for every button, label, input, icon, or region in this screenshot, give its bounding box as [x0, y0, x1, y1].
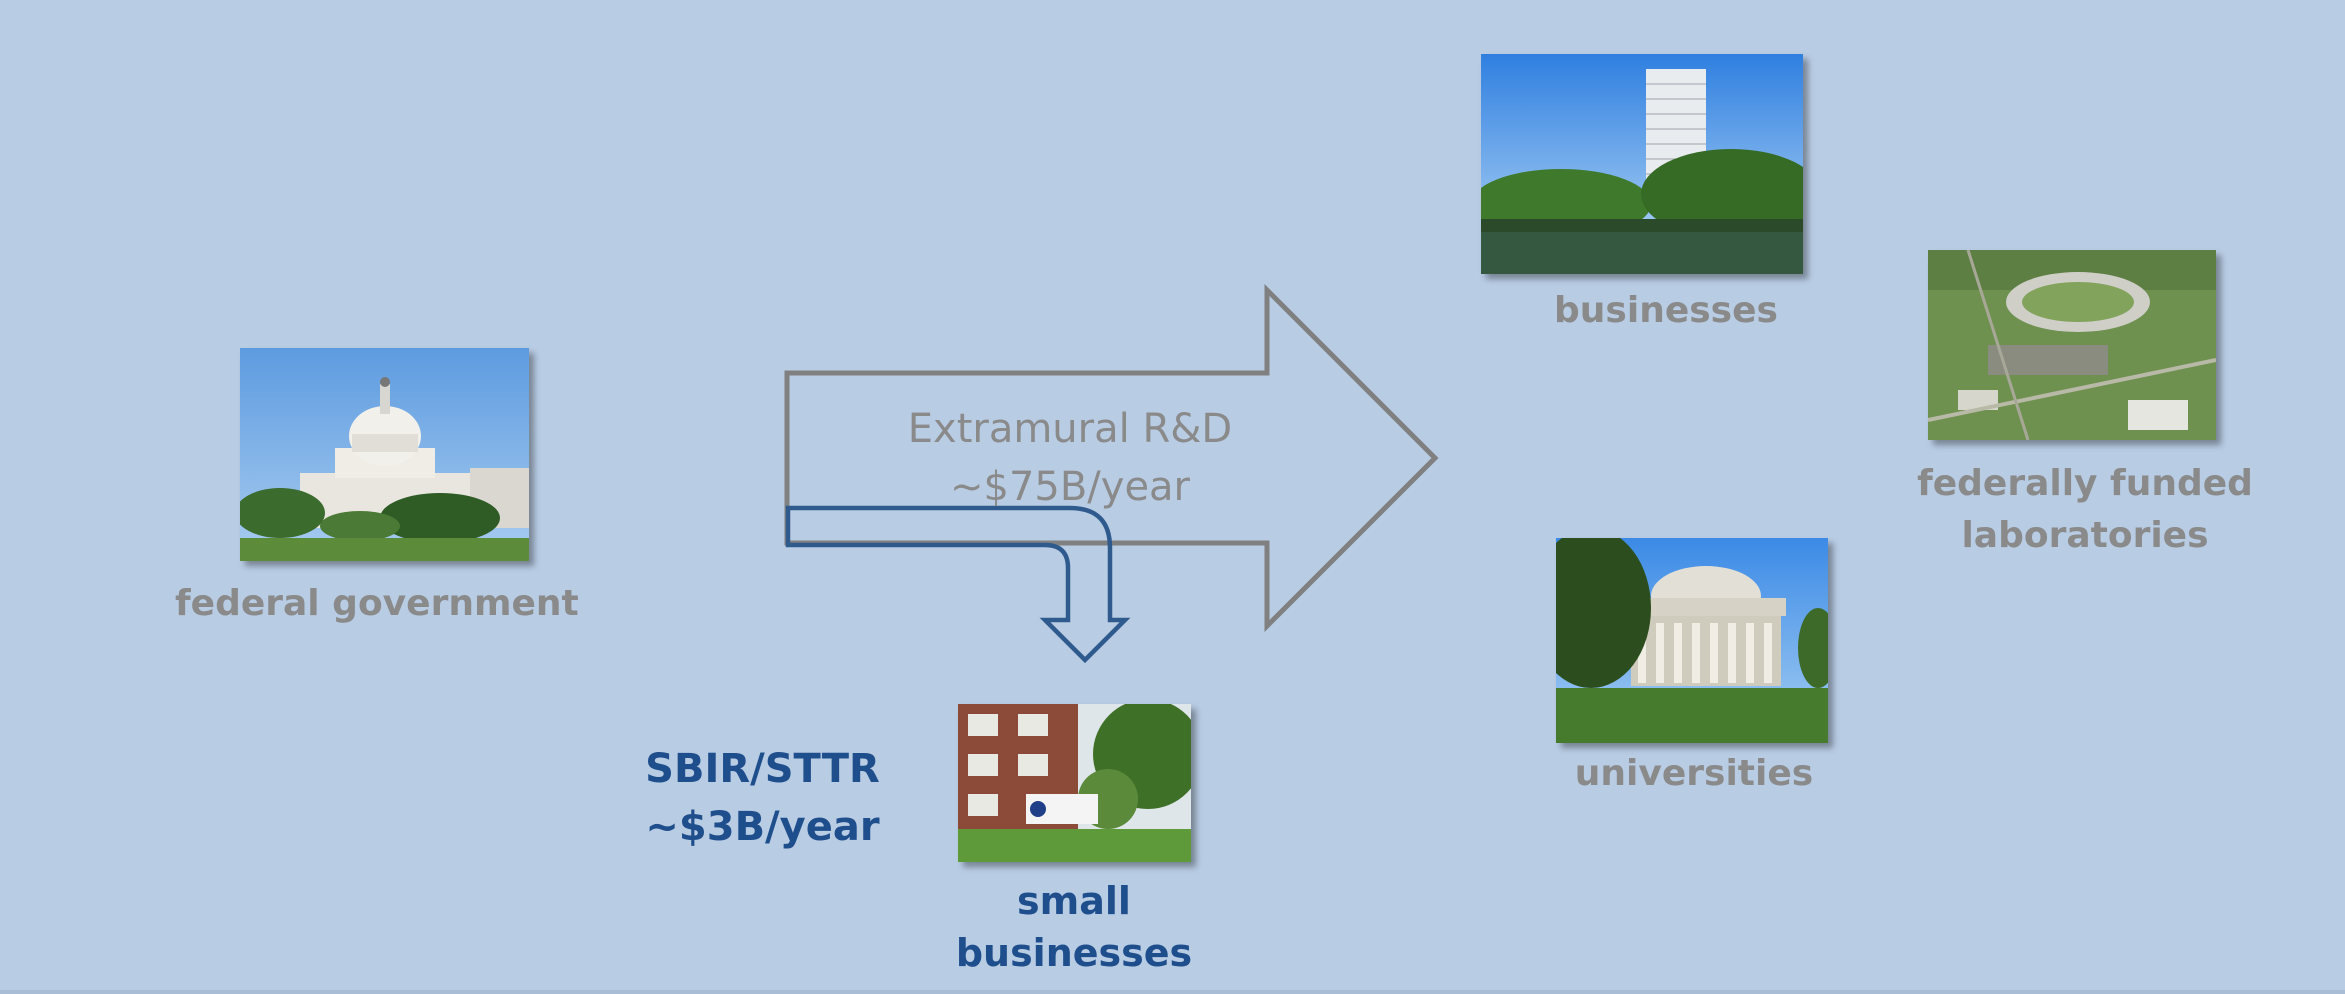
sbir-sttr-label: SBIR/STTR	[645, 746, 880, 792]
extramural-label: Extramural R&D	[907, 406, 1233, 452]
extramural-text: Extramural R&D ~$75B/year	[870, 400, 1270, 516]
laboratories-label: federally funded laboratories	[1885, 458, 2285, 562]
laboratories-label-line1: federally funded	[1917, 463, 2253, 504]
sbir-arrow-shape	[785, 505, 1131, 664]
universities-label: universities	[1574, 753, 1814, 794]
federal-government-photo	[240, 348, 529, 561]
federal-government-label: federal government	[175, 583, 579, 624]
businesses-photo	[1481, 54, 1803, 274]
small-businesses-label-line1: small	[1017, 879, 1131, 923]
sbir-sttr-text: SBIR/STTR ~$3B/year	[620, 740, 905, 856]
small-businesses-label: small businesses	[874, 875, 1274, 979]
small-businesses-photo	[958, 704, 1191, 862]
laboratories-photo	[1928, 250, 2216, 440]
laboratories-label-line2: laboratories	[1961, 515, 2209, 556]
small-businesses-label-line2: businesses	[955, 931, 1193, 975]
sbir-sttr-amount: ~$3B/year	[645, 804, 880, 850]
businesses-label: businesses	[1554, 290, 1778, 331]
bottom-edge-line	[0, 990, 2345, 994]
extramural-amount: ~$75B/year	[949, 464, 1191, 510]
universities-photo	[1556, 538, 1828, 743]
